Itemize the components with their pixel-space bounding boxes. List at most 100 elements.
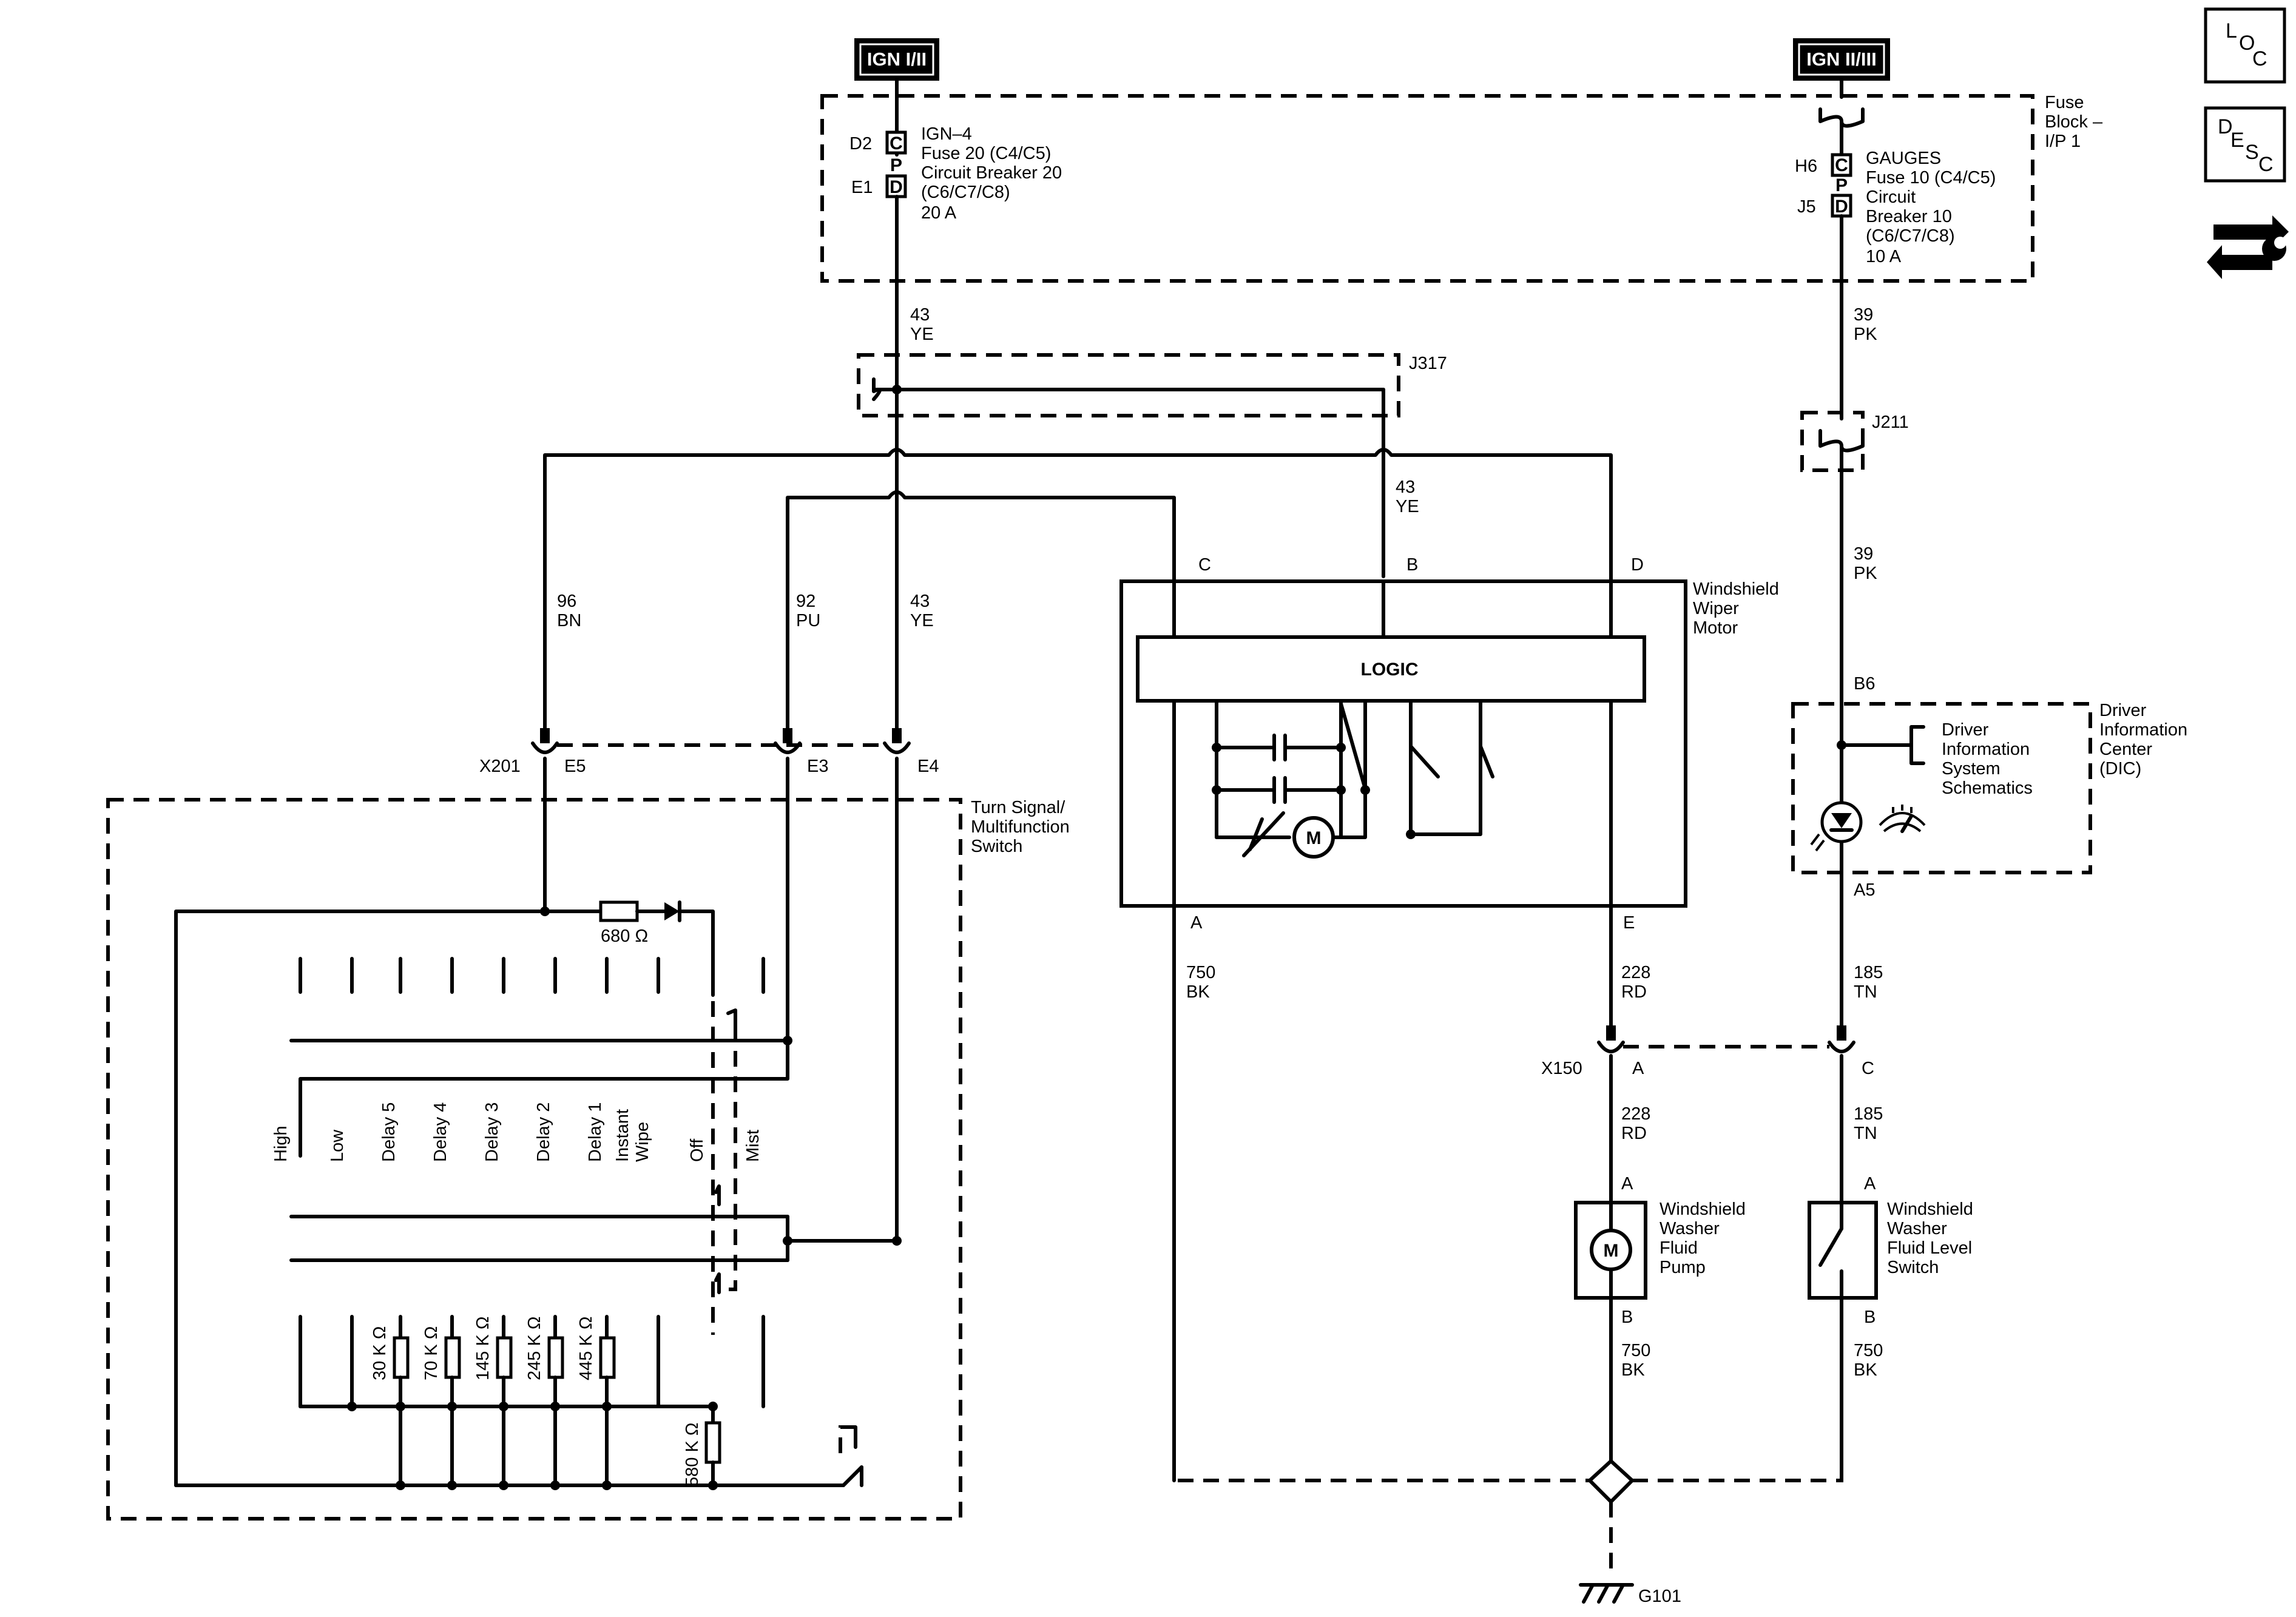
svg-text:Breaker 10: Breaker 10 <box>1866 207 1952 226</box>
fuse-ign4: C P D D2 E1 IGN–4 Fuse 20 (C4/C5) Circui… <box>849 79 1062 223</box>
switch-position-labels: High Low Delay 5 Delay 4 Delay 3 Delay 2… <box>271 1102 763 1162</box>
svg-text:Fuse 10 (C4/C5): Fuse 10 (C4/C5) <box>1866 168 1996 187</box>
svg-text:IGN–4: IGN–4 <box>921 124 972 144</box>
svg-text:C: C <box>1862 1059 1874 1078</box>
svg-text:(DIC): (DIC) <box>2099 759 2141 778</box>
svg-text:RD: RD <box>1621 982 1647 1002</box>
ground-diamond <box>1587 1458 1635 1505</box>
svg-text:245 K Ω: 245 K Ω <box>525 1316 544 1380</box>
ground-symbol <box>1579 1583 1634 1604</box>
loc-icon[interactable]: L O C <box>2204 7 2286 84</box>
svg-text:S: S <box>2245 141 2259 164</box>
svg-text:D: D <box>1835 197 1848 217</box>
switch-resistor-ladder: 30 K Ω 70 K Ω 145 K Ω 245 K Ω 445 K Ω 58… <box>174 1315 863 1490</box>
svg-text:Wiper: Wiper <box>1693 599 1739 618</box>
svg-text:D: D <box>890 177 903 197</box>
svg-text:70 K Ω: 70 K Ω <box>422 1326 441 1380</box>
svg-text:A: A <box>1621 1174 1633 1193</box>
svg-text:D: D <box>1631 555 1644 575</box>
svg-text:185: 185 <box>1854 963 1883 982</box>
svg-text:High: High <box>271 1126 291 1162</box>
resistor-680: 680 Ω <box>174 900 715 1487</box>
svg-text:96: 96 <box>557 592 576 611</box>
svg-text:RD: RD <box>1621 1124 1647 1143</box>
fuse-block-label-1: Fuse <box>2045 93 2084 112</box>
svg-text:B: B <box>1864 1308 1876 1327</box>
svg-text:C: C <box>2252 47 2267 70</box>
svg-text:PK: PK <box>1854 325 1877 344</box>
ign-left-tag: IGN I/II <box>854 38 939 81</box>
fuse-block-label-3: I/P 1 <box>2045 132 2081 151</box>
splice-j317-outline <box>857 353 1400 417</box>
connector-x201: X201 E5 E3 E4 <box>479 728 939 776</box>
svg-text:Washer: Washer <box>1660 1219 1720 1238</box>
wiper-motor-box <box>1119 579 1687 908</box>
svg-text:Fluid: Fluid <box>1660 1238 1698 1258</box>
desc-icon[interactable]: D E S C <box>2204 106 2286 183</box>
fuse-block-label-2: Block – <box>2045 112 2103 132</box>
svg-text:IGN II/III: IGN II/III <box>1806 49 1876 70</box>
svg-text:Delay 3: Delay 3 <box>482 1102 502 1162</box>
svg-text:Fuse 20 (C4/C5): Fuse 20 (C4/C5) <box>921 144 1051 163</box>
svg-text:GAUGES: GAUGES <box>1866 149 1941 168</box>
svg-text:IGN I/II: IGN I/II <box>867 49 927 70</box>
svg-text:Instant: Instant <box>613 1109 632 1162</box>
switch-contacts-top <box>299 957 765 994</box>
svg-text:Information: Information <box>2099 720 2187 740</box>
svg-text:H6: H6 <box>1795 157 1817 176</box>
svg-text:J5: J5 <box>1797 197 1816 217</box>
svg-text:145 K Ω: 145 K Ω <box>473 1316 493 1380</box>
svg-text:Low: Low <box>328 1129 347 1162</box>
svg-text:Information: Information <box>1942 740 2030 759</box>
svg-text:C: C <box>1198 555 1211 575</box>
svg-text:Switch: Switch <box>1887 1258 1939 1277</box>
svg-text:P: P <box>1835 175 1848 195</box>
wrench-arrows-icon[interactable] <box>2207 215 2289 279</box>
svg-text:D2: D2 <box>849 134 872 154</box>
svg-text:43: 43 <box>910 305 930 325</box>
svg-text:580 K Ω: 580 K Ω <box>683 1422 702 1487</box>
svg-text:X201: X201 <box>479 757 521 776</box>
svg-text:D: D <box>2218 115 2233 138</box>
svg-text:750: 750 <box>1621 1341 1650 1360</box>
svg-text:10 A: 10 A <box>1866 247 1902 266</box>
svg-text:YE: YE <box>910 325 934 344</box>
logic-block <box>1136 635 1646 703</box>
svg-text:M: M <box>1604 1241 1619 1261</box>
svg-text:M: M <box>1306 828 1322 848</box>
svg-text:680 Ω: 680 Ω <box>601 927 648 946</box>
svg-text:Delay 4: Delay 4 <box>431 1102 450 1162</box>
fuse-gauges: C P D H6 J5 GAUGES Fuse 10 (C4/C5) Circu… <box>1795 79 1996 266</box>
svg-text:P: P <box>890 155 902 175</box>
svg-text:39: 39 <box>1854 305 1873 325</box>
svg-text:YE: YE <box>910 611 934 630</box>
svg-text:TN: TN <box>1854 982 1877 1002</box>
svg-text:92: 92 <box>796 592 815 611</box>
svg-text:30 K Ω: 30 K Ω <box>370 1326 390 1380</box>
svg-text:Motor: Motor <box>1693 618 1738 638</box>
svg-text:J211: J211 <box>1872 413 1909 432</box>
svg-text:PK: PK <box>1854 564 1877 583</box>
svg-text:A5: A5 <box>1854 880 1875 900</box>
svg-text:Mist: Mist <box>743 1130 763 1162</box>
svg-text:(C6/C7/C8): (C6/C7/C8) <box>1866 226 1955 246</box>
svg-text:PU: PU <box>796 611 820 630</box>
svg-text:Circuit: Circuit <box>1866 187 1916 207</box>
svg-text:A: A <box>1864 1174 1876 1193</box>
svg-text:E: E <box>1623 913 1635 933</box>
svg-text:Center: Center <box>2099 740 2152 759</box>
svg-text:E: E <box>2230 129 2244 152</box>
svg-text:Schematics: Schematics <box>1942 778 2033 798</box>
svg-text:Washer: Washer <box>1887 1219 1947 1238</box>
svg-text:Driver: Driver <box>2099 701 2147 720</box>
svg-text:20 A: 20 A <box>921 203 957 223</box>
wiper-motor-internals: M <box>1172 699 1613 1482</box>
svg-text:G101: G101 <box>1638 1587 1681 1606</box>
svg-text:A: A <box>1190 913 1203 933</box>
svg-text:BK: BK <box>1621 1360 1645 1380</box>
svg-text:E3: E3 <box>807 757 828 776</box>
svg-text:185: 185 <box>1854 1104 1883 1124</box>
svg-text:750: 750 <box>1186 963 1215 982</box>
svg-text:C: C <box>890 133 903 154</box>
dic-internals <box>1810 702 1926 874</box>
